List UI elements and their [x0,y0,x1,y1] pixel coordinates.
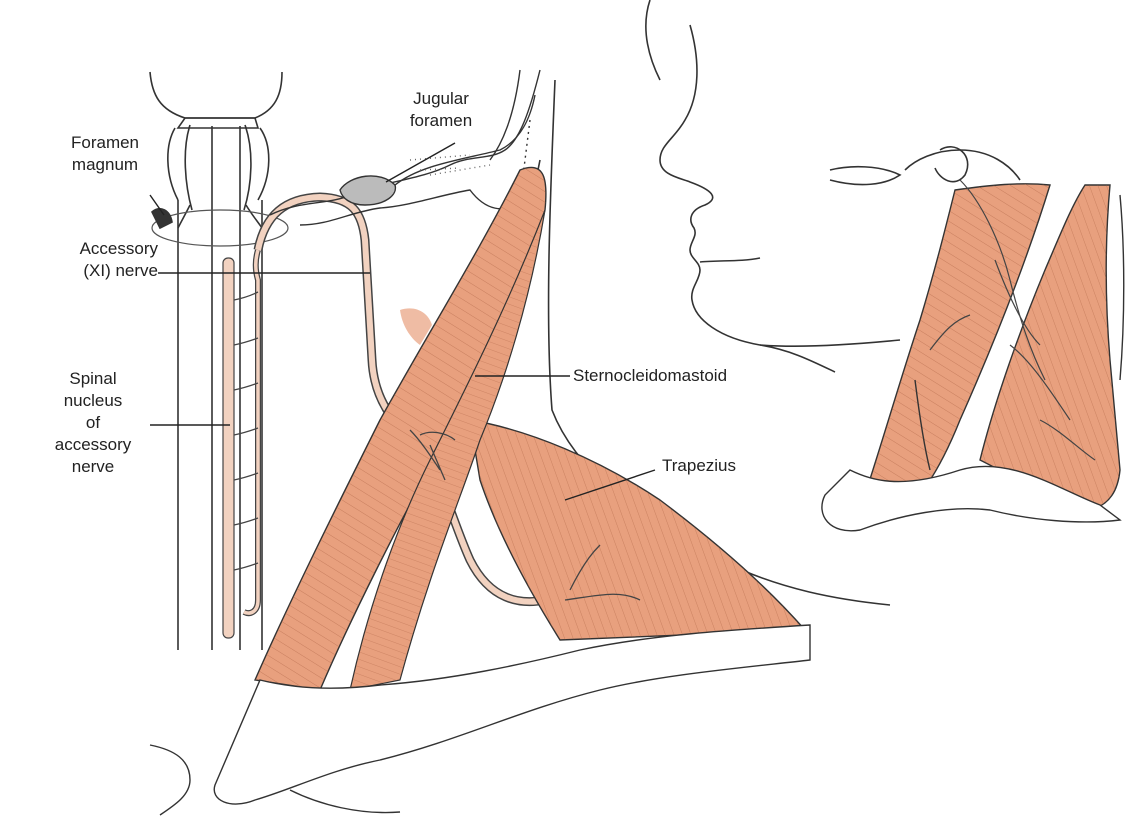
label-accessory-nerve: Accessory (XI) nerve [40,238,158,282]
spinal-cord [150,72,288,650]
label-trapezius: Trapezius [662,455,736,477]
label-sternocleidomastoid: Sternocleidomastoid [573,365,727,387]
trapezius-muscle [470,420,805,640]
clavicle [150,625,810,815]
label-foramen-magnum: Foramen magnum [50,132,160,176]
label-spinal-nucleus: Spinal nucleus of accessory nerve [38,368,148,478]
label-jugular-foramen: Jugular foramen [386,88,496,132]
